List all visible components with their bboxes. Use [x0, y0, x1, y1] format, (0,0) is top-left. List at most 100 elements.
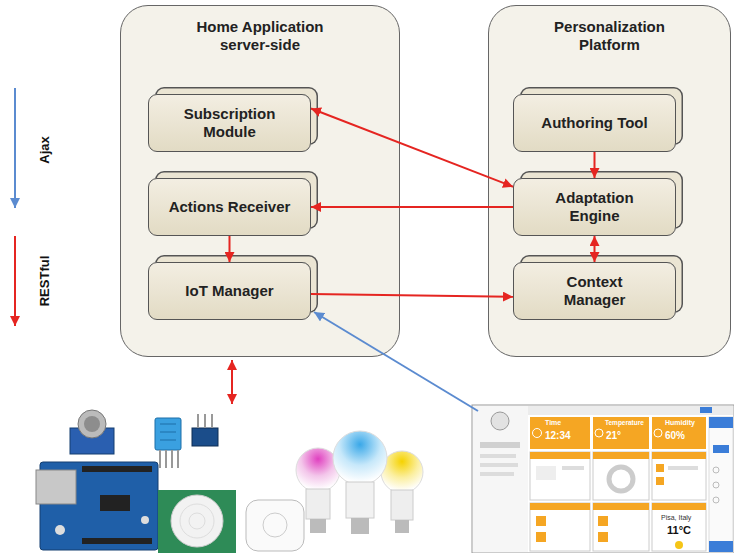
arduino-board	[55, 525, 65, 535]
restful-arrow	[594, 152, 596, 178]
dashboard-screenshot	[656, 464, 664, 472]
device-link	[232, 360, 233, 404]
dashboard-screenshot	[528, 406, 733, 415]
light-sensor	[197, 414, 199, 428]
dashboard-screenshot	[530, 503, 590, 551]
gas-sensor	[70, 410, 114, 454]
module-box: Adaptation Engine	[513, 178, 676, 236]
screen-text: 21°	[606, 430, 621, 441]
arduino-board	[36, 470, 76, 504]
connector-group	[230, 109, 595, 297]
light-bulb	[296, 431, 423, 534]
container-title: Personalization Platform	[540, 18, 680, 54]
dashboard-screenshot	[536, 466, 556, 480]
restful-arrow	[229, 236, 231, 262]
legend-arrow	[14, 236, 16, 326]
restful-arrow	[311, 206, 513, 208]
temperature-sensor	[171, 450, 173, 468]
dashboard-screenshot	[593, 417, 649, 449]
dashboard-screenshot	[472, 405, 734, 553]
module-box: Actions Receiver	[148, 178, 311, 236]
module-name: Authoring Tool	[541, 114, 647, 132]
screen-text: Time	[545, 419, 561, 427]
dashboard-screenshot	[480, 442, 520, 448]
gas-sensor	[84, 416, 100, 432]
dashboard-screenshot	[709, 417, 733, 552]
dashboard-screenshot	[675, 541, 683, 549]
dashboard-screenshot	[530, 452, 590, 500]
restful-arrow	[311, 294, 513, 297]
arduino-board	[36, 462, 158, 550]
motion-sensor	[171, 495, 223, 547]
temperature-sensor	[159, 450, 161, 468]
dashboard-screenshot	[700, 407, 712, 413]
dashboard-screenshot	[473, 406, 528, 552]
dashboard-screenshot	[593, 503, 649, 510]
light-sensor	[192, 414, 218, 446]
dashboard-screenshot	[536, 516, 546, 526]
light-sensor	[211, 414, 213, 428]
dashboard-screenshot	[654, 429, 662, 437]
dashboard-screenshot	[533, 429, 542, 438]
dashboard-screenshot	[713, 497, 719, 503]
screen-text: Humidity	[665, 419, 695, 427]
container-box: Home Application server-sideSubscription…	[120, 5, 400, 357]
motion-sensor	[189, 513, 205, 529]
module-box: Subscription Module	[148, 94, 311, 152]
temperature-sensor	[160, 432, 176, 433]
module-name: IoT Manager	[185, 282, 273, 300]
dashboard-screenshot	[530, 503, 590, 510]
temperature-sensor	[160, 440, 176, 441]
motion-sensor	[158, 490, 236, 553]
dashboard-screenshot	[480, 472, 514, 476]
dashboard-screenshot	[562, 466, 584, 470]
arduino-board	[82, 466, 152, 472]
dashboard-screenshot	[713, 467, 719, 473]
light-sensor	[192, 428, 218, 446]
dashboard-screenshot	[593, 452, 649, 459]
module-name: Actions Receiver	[169, 198, 291, 216]
dashboard-screenshot	[595, 429, 603, 437]
screen-text: Pisa, Italy	[661, 514, 691, 522]
module-box: Context Manager	[513, 262, 676, 320]
dashboard-link	[314, 312, 478, 411]
dashboard-screenshot	[491, 412, 509, 430]
temperature-sensor	[165, 450, 167, 468]
dashboard-screenshot	[472, 405, 734, 553]
container-title: Home Application server-side	[185, 18, 335, 54]
temperature-sensor	[177, 450, 179, 468]
temperature-sensor	[155, 418, 181, 450]
screen-text: Temperature	[605, 419, 644, 427]
motion-sensor	[180, 504, 214, 538]
dashboard-screenshot	[530, 452, 590, 459]
arduino-board	[100, 495, 130, 511]
dashboard-screenshot	[652, 503, 706, 510]
light-bulb	[306, 489, 330, 519]
legend-arrow	[14, 88, 16, 208]
dashboard-screenshot	[652, 452, 706, 500]
module-name: Subscription Module	[165, 105, 295, 141]
module-name: Adaptation Engine	[535, 189, 655, 225]
light-bulb	[391, 490, 413, 520]
temperature-sensor	[160, 424, 176, 425]
restful-arrow	[594, 236, 596, 262]
arduino-board	[82, 538, 152, 544]
dashboard-screenshot	[656, 477, 664, 485]
dashboard-screenshot	[530, 417, 590, 449]
dashboard-screenshot	[598, 516, 608, 526]
dashboard-screenshot	[536, 532, 546, 542]
restful-arrow	[311, 109, 513, 187]
legend-text: RESTful	[37, 256, 52, 307]
dashboard-screenshot	[713, 445, 729, 453]
screen-text: 12:34	[545, 430, 571, 441]
device-link	[231, 360, 233, 404]
dashboard-screenshot	[668, 466, 698, 470]
gas-sensor	[78, 410, 106, 438]
dashboard-screenshot	[652, 503, 706, 551]
screen-text: 60%	[665, 430, 685, 441]
hue-bridge	[246, 500, 304, 551]
dashboard-screenshot	[709, 541, 733, 552]
dashboard-screenshot	[652, 452, 706, 459]
